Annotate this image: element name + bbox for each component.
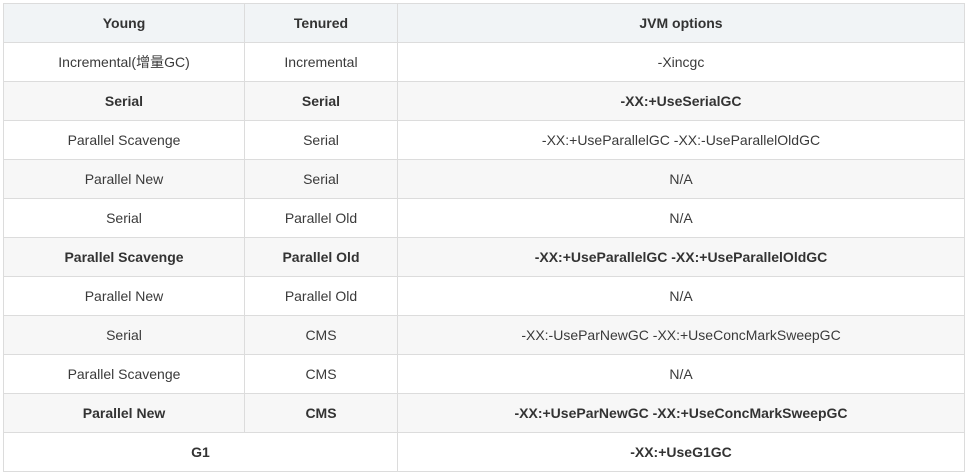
jvm-options-cell: N/A — [397, 276, 965, 316]
tenured-cell: Incremental — [244, 42, 398, 82]
tenured-cell: CMS — [244, 354, 398, 394]
table-row-g1: G1 -XX:+UseG1GC — [3, 432, 965, 472]
tenured-cell: CMS — [244, 315, 398, 355]
jvm-options-cell: -XX:+UseParallelGC -XX:+UseParallelOldGC — [397, 237, 965, 277]
table-row: Parallel New CMS -XX:+UseParNewGC -XX:+U… — [3, 393, 965, 433]
jvm-options-cell: -XX:+UseParallelGC -XX:-UseParallelOldGC — [397, 120, 965, 160]
table-row: Parallel Scavenge CMS N/A — [3, 354, 965, 394]
jvm-options-cell: -XX:-UseParNewGC -XX:+UseConcMarkSweepGC — [397, 315, 965, 355]
header-jvm-options: JVM options — [397, 3, 965, 43]
tenured-cell: CMS — [244, 393, 398, 433]
tenured-cell: Parallel Old — [244, 276, 398, 316]
table-row: Parallel New Parallel Old N/A — [3, 276, 965, 316]
young-cell: Parallel New — [3, 393, 245, 433]
jvm-options-cell: -XX:+UseParNewGC -XX:+UseConcMarkSweepGC — [397, 393, 965, 433]
jvm-options-cell: N/A — [397, 159, 965, 199]
table-row: Serial Serial -XX:+UseSerialGC — [3, 81, 965, 121]
header-tenured: Tenured — [244, 3, 398, 43]
young-cell: Parallel Scavenge — [3, 120, 245, 160]
header-row: Young Tenured JVM options — [3, 3, 965, 43]
header-young: Young — [3, 3, 245, 43]
jvm-options-cell: N/A — [397, 198, 965, 238]
tenured-cell: Parallel Old — [244, 237, 398, 277]
young-cell: Parallel Scavenge — [3, 237, 245, 277]
table-row: Parallel New Serial N/A — [3, 159, 965, 199]
table-row: Serial Parallel Old N/A — [3, 198, 965, 238]
tenured-cell: Serial — [244, 159, 398, 199]
g1-collector-cell: G1 — [3, 432, 398, 472]
table-row: Incremental(增量GC) Incremental -Xincgc — [3, 42, 965, 82]
table-row: Serial CMS -XX:-UseParNewGC -XX:+UseConc… — [3, 315, 965, 355]
young-cell: Serial — [3, 81, 245, 121]
tenured-cell: Parallel Old — [244, 198, 398, 238]
gc-combinations-table: Young Tenured JVM options Incremental(增量… — [3, 3, 965, 472]
young-cell: Parallel New — [3, 276, 245, 316]
table-row: Parallel Scavenge Parallel Old -XX:+UseP… — [3, 237, 965, 277]
young-cell: Serial — [3, 198, 245, 238]
jvm-options-cell: -Xincgc — [397, 42, 965, 82]
young-cell: Parallel New — [3, 159, 245, 199]
young-cell: Parallel Scavenge — [3, 354, 245, 394]
young-cell: Serial — [3, 315, 245, 355]
table-row: Parallel Scavenge Serial -XX:+UseParalle… — [3, 120, 965, 160]
tenured-cell: Serial — [244, 81, 398, 121]
young-cell: Incremental(增量GC) — [3, 42, 245, 82]
jvm-options-cell: -XX:+UseG1GC — [397, 432, 965, 472]
tenured-cell: Serial — [244, 120, 398, 160]
jvm-options-cell: N/A — [397, 354, 965, 394]
jvm-options-cell: -XX:+UseSerialGC — [397, 81, 965, 121]
